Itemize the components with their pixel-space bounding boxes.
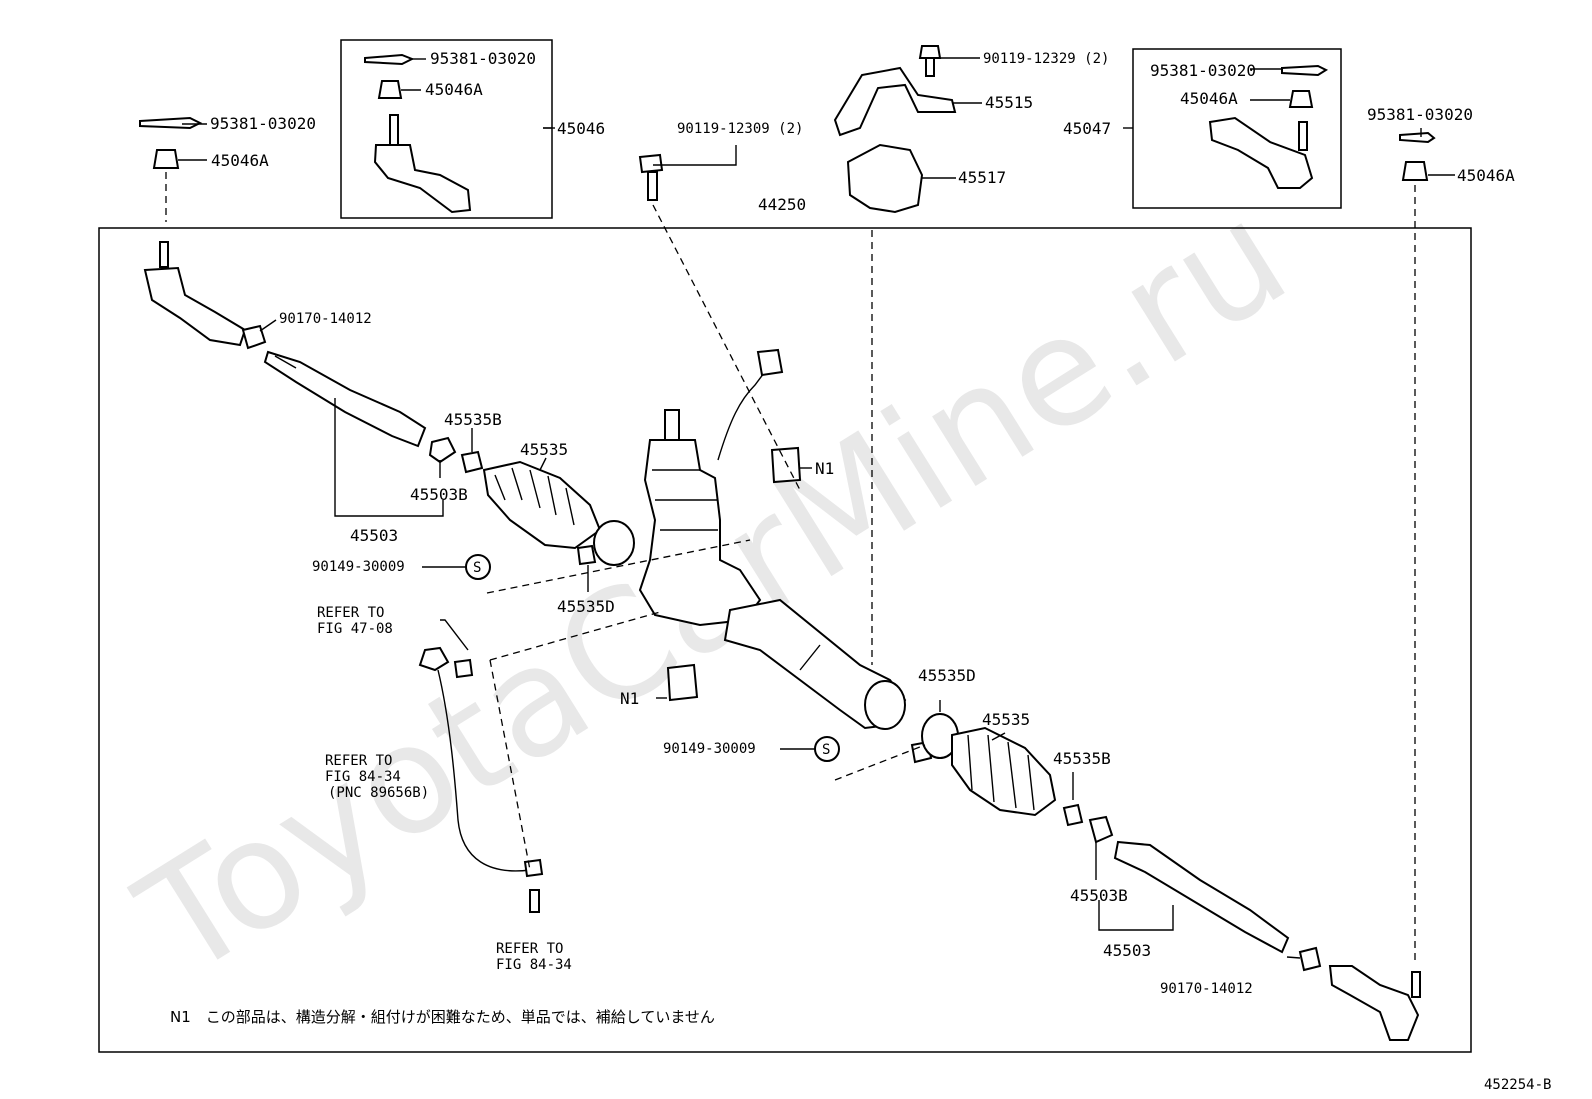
label-tie-rod-left: 45503 <box>350 526 398 545</box>
label-box2-assy: 45047 <box>1063 119 1111 138</box>
n1-bushing-bottom <box>666 663 699 702</box>
label-box1-cotter: 95381-03020 <box>430 49 536 68</box>
label-bolt-top: 90119-12309 (2) <box>677 121 803 137</box>
main-assembly-frame <box>98 227 1472 1053</box>
label-clamp-left-s: S <box>473 560 481 576</box>
tie-rod-end-right <box>1328 965 1421 1041</box>
label-refer-2c: (PNC 89656B) <box>328 785 429 801</box>
bolt-90119-12329 <box>918 45 942 77</box>
tie-rod-end-left <box>143 241 247 347</box>
boot-clip-left <box>460 450 484 474</box>
label-box1-assy: 45046 <box>557 119 605 138</box>
label-clip-left: 45535B <box>444 410 502 429</box>
label-jam-nut-right: 90170-14012 <box>1160 981 1253 997</box>
tie-rod-end-kit-45046 <box>373 114 472 214</box>
castle-nut-kit-45047 <box>1288 90 1314 108</box>
label-refer-1a: REFER TO <box>317 605 384 621</box>
bolt-90119-12309 <box>638 153 664 201</box>
label-jam-nut-left: 90170-14012 <box>279 311 372 327</box>
claw-washer-right <box>1088 815 1114 844</box>
label-refer-3a: REFER TO <box>496 941 563 957</box>
n1-bushing-top <box>770 446 802 484</box>
bushing-45517 <box>846 143 924 214</box>
castle-nut-top-right <box>1401 161 1429 181</box>
label-box2-nut: 45046A <box>1180 89 1238 108</box>
inner-tie-rod-left <box>263 350 427 448</box>
rack-tube <box>723 598 907 730</box>
cotter-pin-top-right <box>1399 131 1436 144</box>
boot-clamp-left <box>593 520 635 566</box>
label-clip-d-right: 45535D <box>918 666 976 685</box>
rack-boot-right <box>951 726 1057 817</box>
inner-tie-rod-right <box>1113 840 1290 954</box>
cotter-pin-kit-45046 <box>364 53 415 66</box>
label-cotter-top-left: 95381-03020 <box>210 114 316 133</box>
bracket-45515 <box>833 66 957 137</box>
figure-id: 452254-B <box>1484 1077 1551 1093</box>
castle-nut-kit-45046 <box>377 80 403 99</box>
label-n1-bottom: N1 <box>620 689 639 708</box>
footnote-n1: N1 この部品は、構造分解・組付けが困難なため、単品では、補給していません <box>170 1008 715 1026</box>
label-refer-2a: REFER TO <box>325 753 392 769</box>
cotter-pin-kit-45047 <box>1281 64 1329 77</box>
label-nut-top-right: 45046A <box>1457 166 1515 185</box>
label-clamp-right-ref: 90149-30009 <box>663 741 756 757</box>
label-boot-left: 45535 <box>520 440 568 459</box>
label-boot-right: 45535 <box>982 710 1030 729</box>
tie-rod-end-kit-45047 <box>1208 116 1314 189</box>
label-box1-nut: 45046A <box>425 80 483 99</box>
label-bracket: 45515 <box>985 93 1033 112</box>
label-washer-right: 45503B <box>1070 886 1128 905</box>
castle-nut-top-left <box>152 149 180 169</box>
label-clamp-left-ref: 90149-30009 <box>312 559 405 575</box>
boot-clip-right <box>1062 803 1084 827</box>
label-clamp-right-s: S <box>822 742 830 758</box>
claw-washer-left <box>428 436 457 464</box>
clip-d-left <box>576 544 597 566</box>
label-refer-2b: FIG 84-34 <box>325 769 401 785</box>
label-box2-cotter: 95381-03020 <box>1150 61 1256 80</box>
circle-s-right <box>814 736 840 762</box>
ground-wire-harness <box>418 646 544 913</box>
label-cotter-top-right: 95381-03020 <box>1367 105 1473 124</box>
kit-box-45046 <box>340 39 553 219</box>
label-bolt-bracket: 90119-12329 (2) <box>983 51 1109 67</box>
label-refer-1b: FIG 47-08 <box>317 621 393 637</box>
jam-nut-left <box>241 324 267 350</box>
jam-nut-right <box>1298 946 1322 972</box>
label-tie-rod-right: 45503 <box>1103 941 1151 960</box>
label-clip-d-left: 45535D <box>557 597 615 616</box>
cotter-pin-top-left <box>139 116 203 130</box>
circle-s-left <box>465 554 491 580</box>
label-rack-assy: 44250 <box>758 195 806 214</box>
label-washer-left: 45503B <box>410 485 468 504</box>
label-bushing: 45517 <box>958 168 1006 187</box>
label-clip-right: 45535B <box>1053 749 1111 768</box>
steering-gear-housing <box>638 348 784 627</box>
label-refer-3b: FIG 84-34 <box>496 957 572 973</box>
rack-boot-left <box>482 460 602 550</box>
label-n1-top: N1 <box>815 459 834 478</box>
label-nut-top-left: 45046A <box>211 151 269 170</box>
